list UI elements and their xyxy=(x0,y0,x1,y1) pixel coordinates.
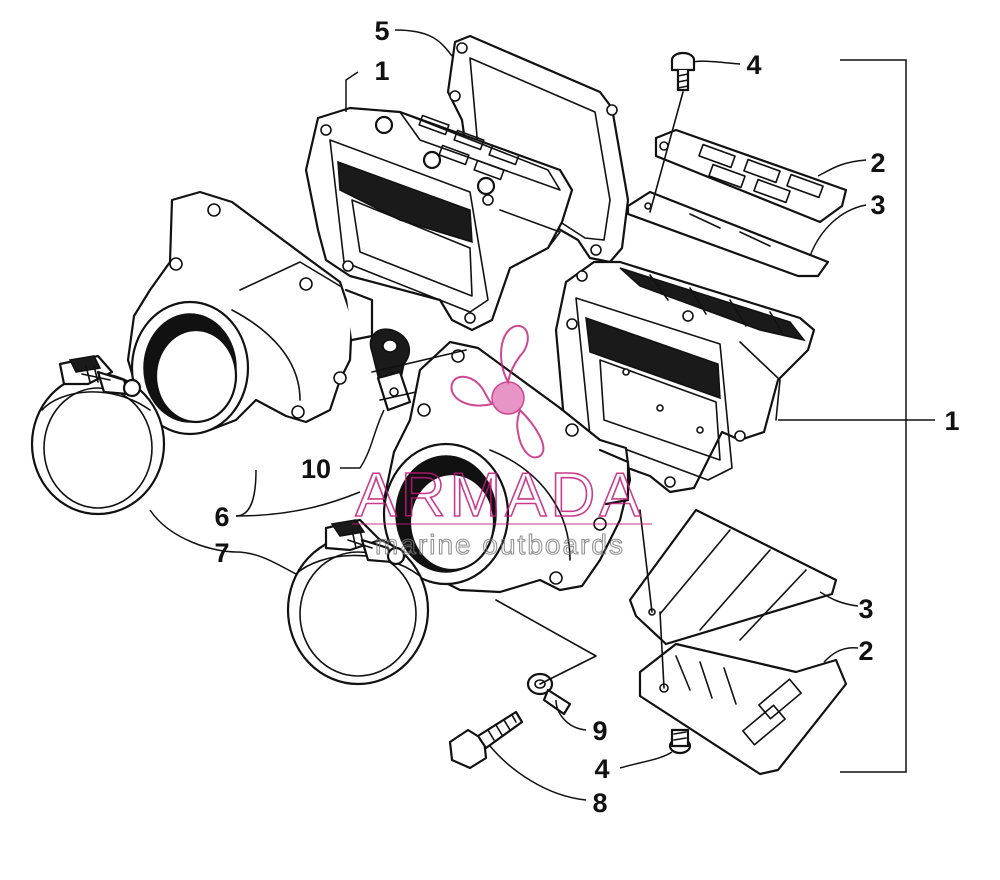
propeller-logo-icon xyxy=(450,324,545,459)
intake-manifold-lower xyxy=(382,340,632,594)
leader-lines xyxy=(149,29,935,801)
callout-3-lower: 3 xyxy=(858,594,873,624)
callout-10: 10 xyxy=(301,454,331,484)
callout-2: 2 xyxy=(870,148,885,178)
reed-petal-lower xyxy=(628,508,838,646)
screw-lower xyxy=(668,728,692,755)
intake-manifold-upper xyxy=(126,190,374,436)
watermark-tagline: marine outboards xyxy=(375,529,625,560)
callout-9: 9 xyxy=(592,716,607,746)
callout-6: 6 xyxy=(214,502,229,532)
callout-8: 8 xyxy=(592,788,607,818)
reed-stopper-lower xyxy=(638,642,848,776)
reed-stopper-upper xyxy=(654,128,848,224)
hose-clamp-lower xyxy=(286,518,430,686)
watermark-brand: ARMADA xyxy=(355,461,644,530)
callout-4: 4 xyxy=(746,50,761,80)
callout-1: 1 xyxy=(374,56,389,86)
reed-valve-block-upper xyxy=(304,106,574,332)
gasket-part xyxy=(446,34,630,264)
callout-2-lower: 2 xyxy=(858,636,873,666)
callout-3: 3 xyxy=(870,190,885,220)
screw-upper xyxy=(649,51,696,213)
callout-7: 7 xyxy=(214,538,229,568)
hose-clamp-upper xyxy=(30,354,166,516)
callout-5: 5 xyxy=(374,16,389,46)
reed-petal-upper xyxy=(626,190,830,278)
reed-valve-block-lower xyxy=(554,260,816,494)
bolt-part xyxy=(448,710,524,770)
watermark: ARMADA marine outboards xyxy=(352,324,652,561)
callout-4-lower: 4 xyxy=(594,754,609,784)
callout-1-right: 1 xyxy=(944,406,959,436)
p-clip-part xyxy=(369,328,412,412)
callout-labels: 5 1 4 2 3 1 10 6 7 3 2 9 4 8 xyxy=(214,16,959,818)
